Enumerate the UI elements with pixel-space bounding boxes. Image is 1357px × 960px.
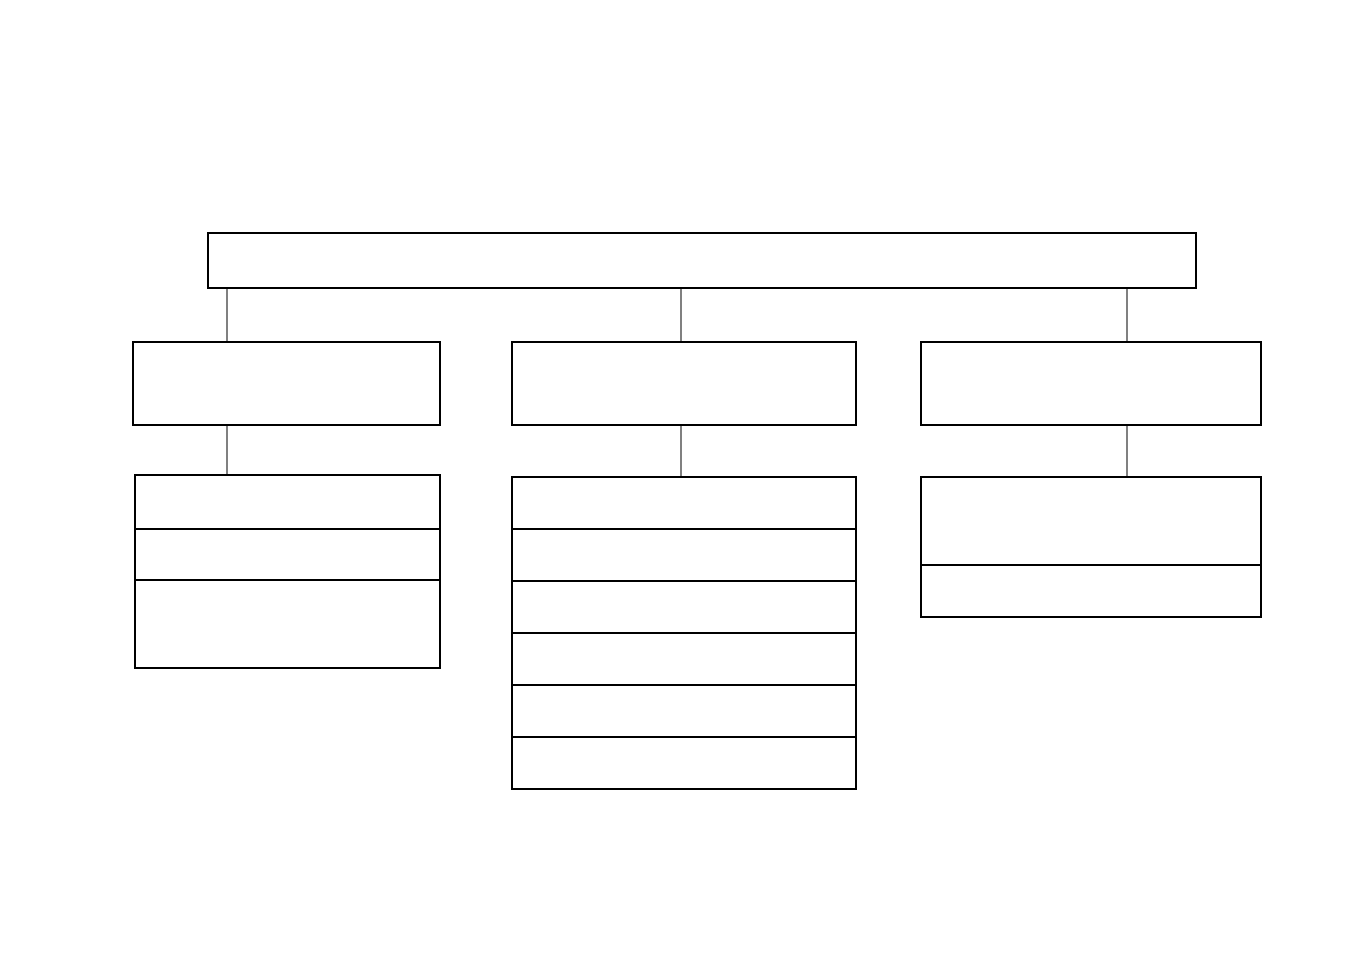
branch-box-3 — [920, 341, 1262, 426]
stack-2 — [511, 476, 857, 790]
stack-1-frame — [134, 474, 441, 669]
stack-1 — [134, 474, 441, 669]
branch-node-1 — [132, 341, 441, 426]
branch-box-2 — [511, 341, 857, 426]
root-box — [207, 232, 1197, 289]
branch-node-3 — [920, 341, 1262, 426]
branch-box-1 — [132, 341, 441, 426]
branch-node-2 — [511, 341, 857, 426]
stack-3 — [920, 476, 1262, 618]
stack-3-frame — [920, 476, 1262, 618]
root-node — [207, 232, 1197, 289]
